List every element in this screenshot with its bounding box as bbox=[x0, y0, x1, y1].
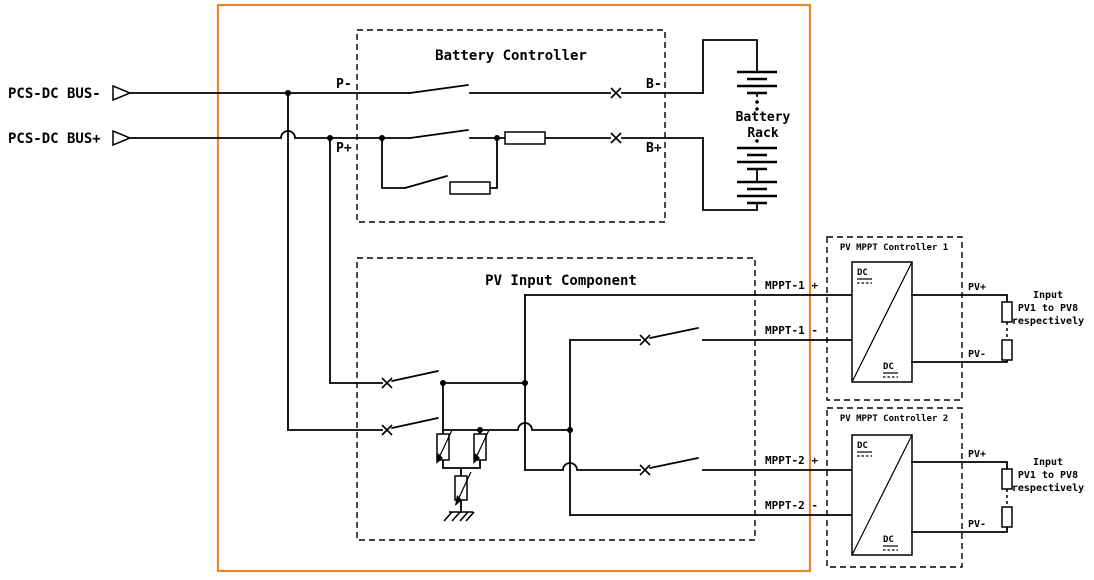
string-fuse-icon bbox=[1001, 468, 1013, 490]
contact-x-icon bbox=[639, 334, 651, 346]
varistor-arrowhead bbox=[455, 495, 462, 506]
string-fuse-icon bbox=[1001, 339, 1013, 361]
battery-rack: Battery Rack bbox=[702, 39, 791, 211]
switch-blade bbox=[391, 370, 439, 382]
string-fuse-icon bbox=[1001, 301, 1013, 323]
varistor-icon bbox=[473, 433, 487, 461]
wire bbox=[287, 92, 383, 431]
dc-label-bottom: DC bbox=[883, 362, 894, 372]
mppt-controller-1: PV MPPT Controller 1 DC DC PV+ PV- Input… bbox=[826, 236, 1084, 401]
ground-icon bbox=[443, 511, 475, 522]
bus-connector-icon bbox=[112, 84, 132, 102]
pv-plus-label: PV+ bbox=[968, 449, 986, 460]
contact-x-icon bbox=[381, 424, 393, 436]
dc-dc-converter-icon: DC DC bbox=[851, 434, 913, 556]
input-note-line3: respectively bbox=[1012, 315, 1084, 327]
pv-input-box: PV Input Component bbox=[356, 257, 756, 541]
battery-icon bbox=[737, 70, 777, 205]
wire bbox=[911, 461, 1008, 533]
input-note-line1: Input bbox=[1033, 290, 1063, 301]
ellipsis-dot bbox=[755, 107, 759, 111]
string-fuse-icon bbox=[1001, 506, 1013, 528]
wire bbox=[911, 294, 1008, 363]
mppt1-outline bbox=[826, 236, 963, 401]
bus-plus-label: PCS-DC BUS+ bbox=[8, 131, 101, 147]
battery-disconnect-minus bbox=[409, 84, 622, 99]
input-note-line1: Input bbox=[1033, 457, 1063, 468]
input-note-line2: PV1 to PV8 bbox=[1018, 303, 1078, 314]
contact-x-icon bbox=[381, 377, 393, 389]
precharge-resistor-icon bbox=[449, 181, 491, 195]
battery-rack-label-1: Battery bbox=[736, 110, 791, 125]
mppt2-plus-label: MPPT-2 + bbox=[765, 454, 818, 467]
b-minus-label: B- bbox=[646, 77, 662, 92]
switch-blade bbox=[404, 175, 448, 189]
input-note-line2: PV1 to PV8 bbox=[1018, 470, 1078, 481]
pv-input-outline bbox=[356, 257, 756, 541]
pv-bus-links bbox=[440, 294, 573, 516]
wire bbox=[381, 137, 498, 189]
wire bbox=[702, 39, 758, 211]
ellipsis-dot bbox=[755, 139, 759, 143]
dc-label-bottom: DC bbox=[883, 535, 894, 545]
p-plus-label: P+ bbox=[336, 141, 352, 156]
pv-switch-plus bbox=[381, 370, 439, 389]
mppt2-minus-label: MPPT-2 - bbox=[765, 499, 818, 512]
p-minus-label: P- bbox=[336, 77, 352, 92]
pv-minus-label: PV- bbox=[968, 349, 986, 360]
pcs-dc-bus-minus: PCS-DC BUS- bbox=[8, 84, 704, 102]
contact-x-icon bbox=[639, 464, 651, 476]
precharge-branch bbox=[381, 137, 498, 195]
mppt1-title: PV MPPT Controller 1 bbox=[840, 243, 948, 253]
enclosure-border bbox=[216, 3, 812, 573]
contact-x-icon bbox=[610, 87, 622, 99]
battery-controller-title: Battery Controller bbox=[435, 48, 587, 64]
dc-dc-converter-icon: DC DC bbox=[851, 261, 913, 383]
b-plus-label: B+ bbox=[646, 141, 662, 156]
wire bbox=[442, 294, 571, 516]
mppt-controller-2: PV MPPT Controller 2 DC DC PV+ PV- Input… bbox=[826, 407, 1084, 568]
bus-minus-label: PCS-DC BUS- bbox=[8, 86, 101, 102]
battery-controller-outline bbox=[356, 29, 666, 223]
input-note-line3: respectively bbox=[1012, 482, 1084, 494]
switch-blade bbox=[649, 327, 699, 339]
contact-x-icon bbox=[610, 132, 622, 144]
pv-input-title: PV Input Component bbox=[485, 273, 637, 289]
battery-disconnect-plus bbox=[409, 129, 622, 145]
wire bbox=[442, 382, 481, 513]
ellipsis-dot bbox=[755, 100, 759, 104]
switch-blade bbox=[409, 84, 469, 94]
switch-blade bbox=[391, 417, 439, 429]
dc-dc-diagonal bbox=[851, 434, 913, 556]
varistor-arrowhead bbox=[436, 453, 443, 464]
pv-switch-minus bbox=[381, 417, 439, 436]
fuse-icon bbox=[504, 131, 546, 145]
enclosure bbox=[216, 3, 812, 573]
dc-label-top: DC bbox=[857, 441, 868, 451]
mppt1-plus-label: MPPT-1 + bbox=[765, 279, 818, 292]
dc-label-top: DC bbox=[857, 268, 868, 278]
pv-plus-label: PV+ bbox=[968, 282, 986, 293]
mppt2-title: PV MPPT Controller 2 bbox=[840, 414, 948, 424]
mppt1-minus-label: MPPT-1 - bbox=[765, 324, 818, 337]
junction-dot bbox=[522, 380, 528, 386]
pv-minus-label: PV- bbox=[968, 519, 986, 530]
battery-rack-label-2: Rack bbox=[747, 126, 778, 141]
varistor-icon bbox=[436, 433, 450, 461]
pcs-dc-bus-plus: PCS-DC BUS+ bbox=[8, 129, 704, 147]
battery-controller-box: Battery Controller P- P+ B- B+ bbox=[336, 29, 666, 223]
mppt2-outline bbox=[826, 407, 963, 568]
junction-dot bbox=[567, 427, 573, 433]
surge-protection bbox=[436, 382, 490, 522]
dc-dc-diagonal bbox=[851, 261, 913, 383]
switch-blade bbox=[649, 457, 699, 469]
bus-connector-icon bbox=[112, 129, 132, 147]
switch-blade bbox=[409, 129, 469, 139]
varistor-arrowhead bbox=[473, 453, 480, 464]
mppt2-feed: MPPT-2 + MPPT-2 - bbox=[524, 454, 853, 516]
pv-feed-drops bbox=[287, 92, 383, 431]
